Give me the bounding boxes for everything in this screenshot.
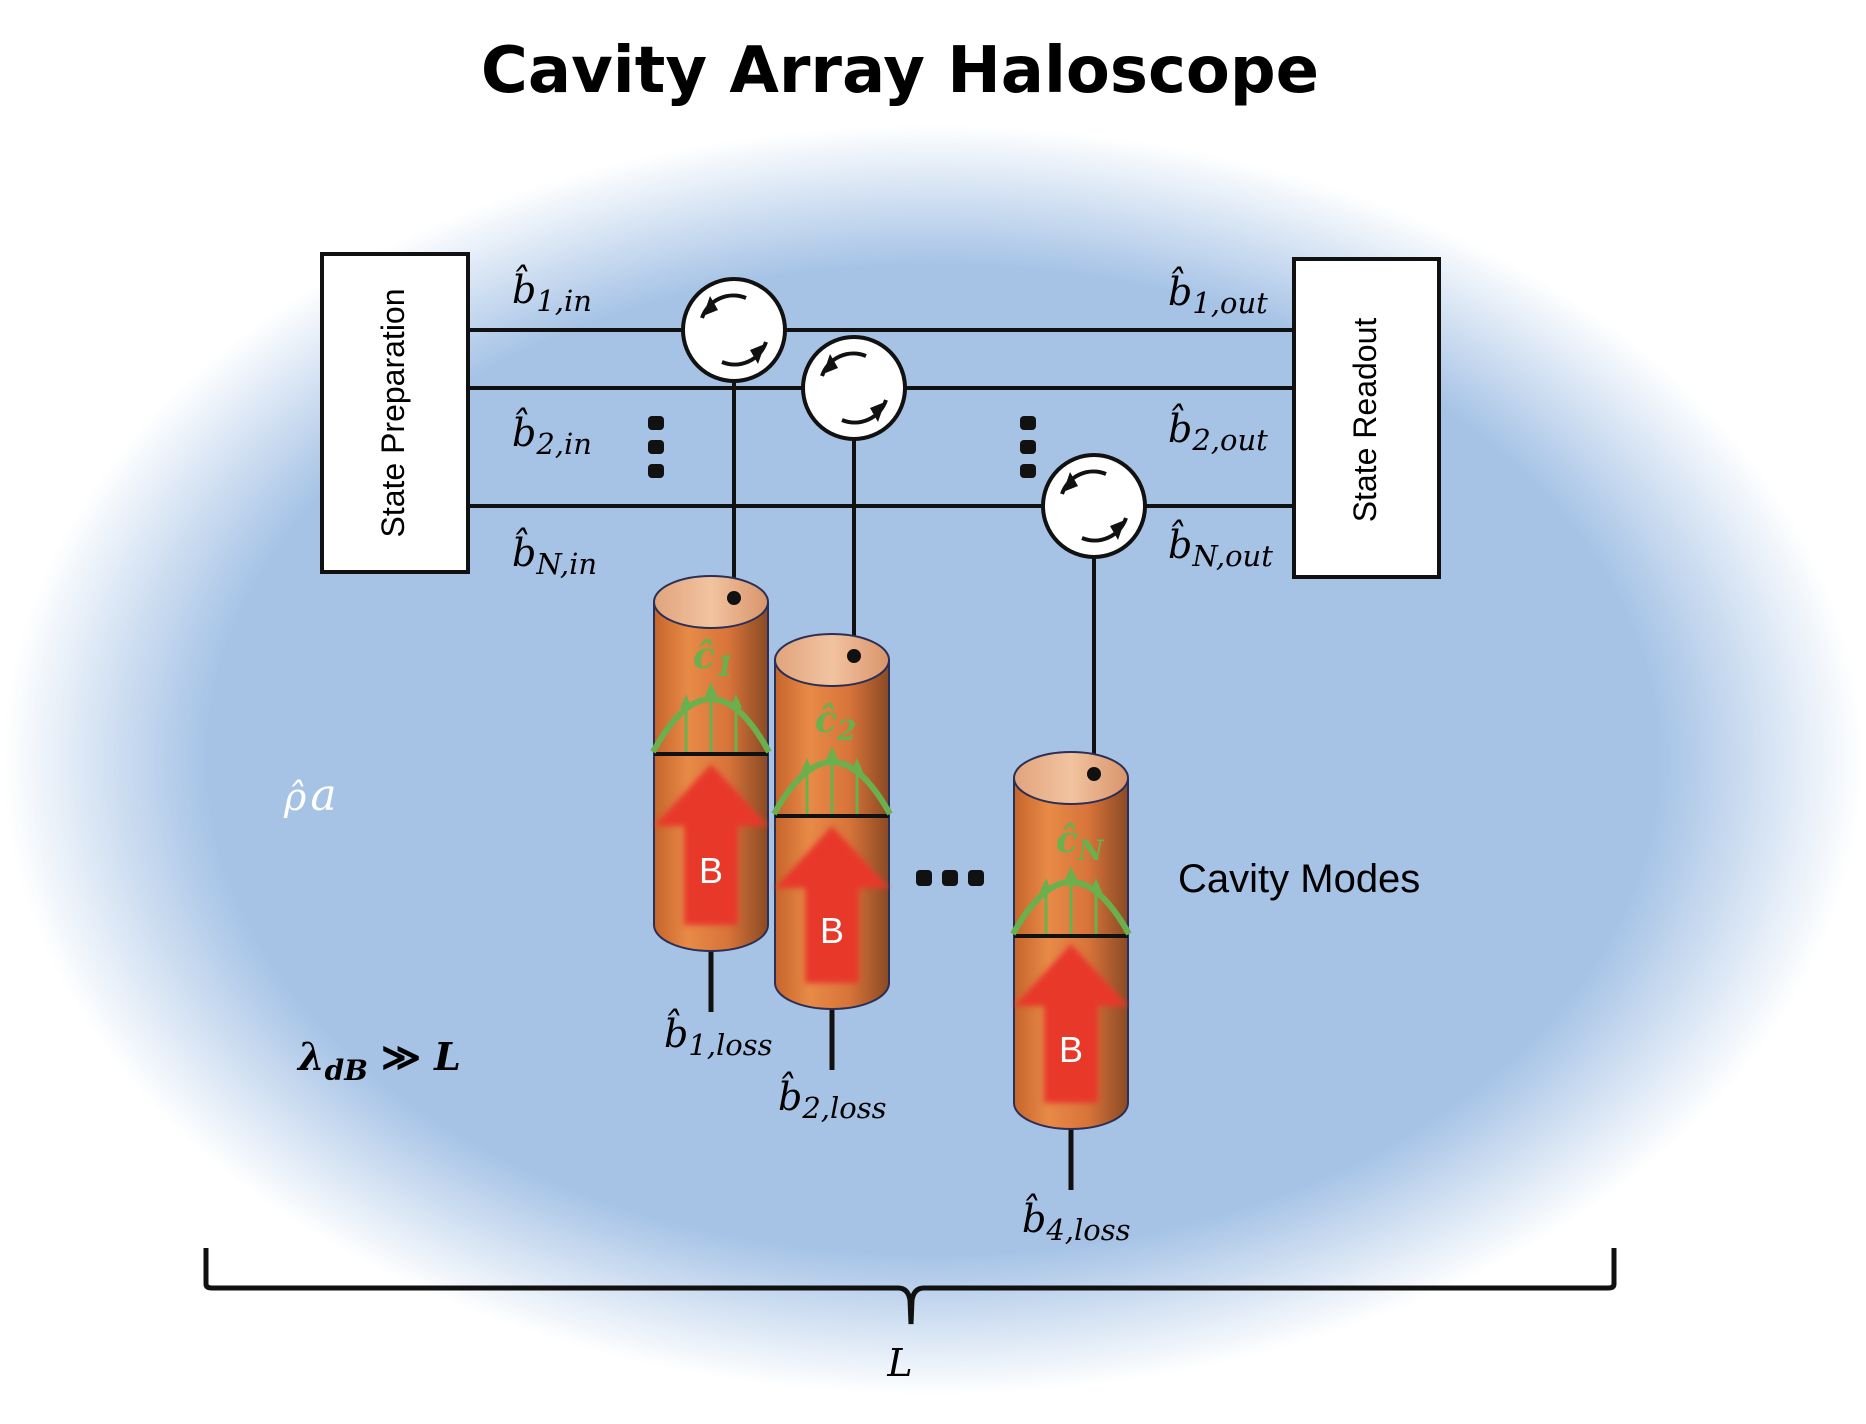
mode-label-2: ĉ2 <box>815 699 856 747</box>
state-readout-label: State Readout <box>1347 318 1383 523</box>
mode-label-1: ĉ1 <box>693 635 734 683</box>
circulator-2 <box>801 335 907 441</box>
length-brace <box>203 1248 1617 1325</box>
cavity-2: B ĉ2 <box>771 633 893 1070</box>
b-field-label-n: B <box>1059 1029 1083 1070</box>
horizontal-ellipsis <box>916 870 984 886</box>
b-field-label-2: B <box>820 910 844 951</box>
axion-field-background <box>3 125 1863 1395</box>
output-label-1: b̂1,out <box>1168 267 1268 320</box>
state-preparation-box: State Preparation <box>320 252 470 574</box>
b-field-arrow-1 <box>654 764 768 925</box>
input-label-1: b̂1,in <box>512 265 592 318</box>
circulator-1-rotation-icon <box>700 293 768 367</box>
loss-label-n: b̂4,loss <box>1022 1194 1131 1247</box>
circulator-n-rotation-icon <box>1060 469 1128 543</box>
circulator-1 <box>681 277 787 383</box>
state-preparation-label: State Preparation <box>375 288 411 537</box>
output-label-2: b̂2,out <box>1168 404 1268 457</box>
condition-label: λdB ≫ L <box>296 1034 461 1087</box>
mode-label-n: ĉN <box>1056 819 1105 867</box>
vertical-ellipsis-right <box>1020 416 1036 478</box>
state-readout-box: State Readout <box>1292 257 1441 579</box>
density-matrix-label: ρ̂a <box>283 770 337 821</box>
input-label-n: b̂N,in <box>512 528 597 581</box>
cavity-modes-label: Cavity Modes <box>1178 857 1420 901</box>
b-field-arrow-n <box>1014 944 1128 1103</box>
output-label-n: b̂N,out <box>1168 520 1273 573</box>
length-label: L <box>886 1341 912 1385</box>
vertical-ellipsis-left <box>648 416 664 478</box>
circulator-n <box>1041 453 1147 559</box>
cavity-1: B ĉ1 <box>650 575 772 1012</box>
page-title: Cavity Array Haloscope <box>481 34 1319 108</box>
coupling-wires <box>732 372 1096 774</box>
loss-label-1: b̂1,loss <box>664 1009 773 1062</box>
circulator-2-rotation-icon <box>820 351 888 425</box>
b-field-arrow-2 <box>775 826 889 983</box>
loss-label-2: b̂2,loss <box>778 1072 887 1125</box>
b-field-label-1: B <box>699 850 723 891</box>
input-label-2: b̂2,in <box>512 408 592 461</box>
cavity-n: B ĉN <box>1010 751 1132 1190</box>
